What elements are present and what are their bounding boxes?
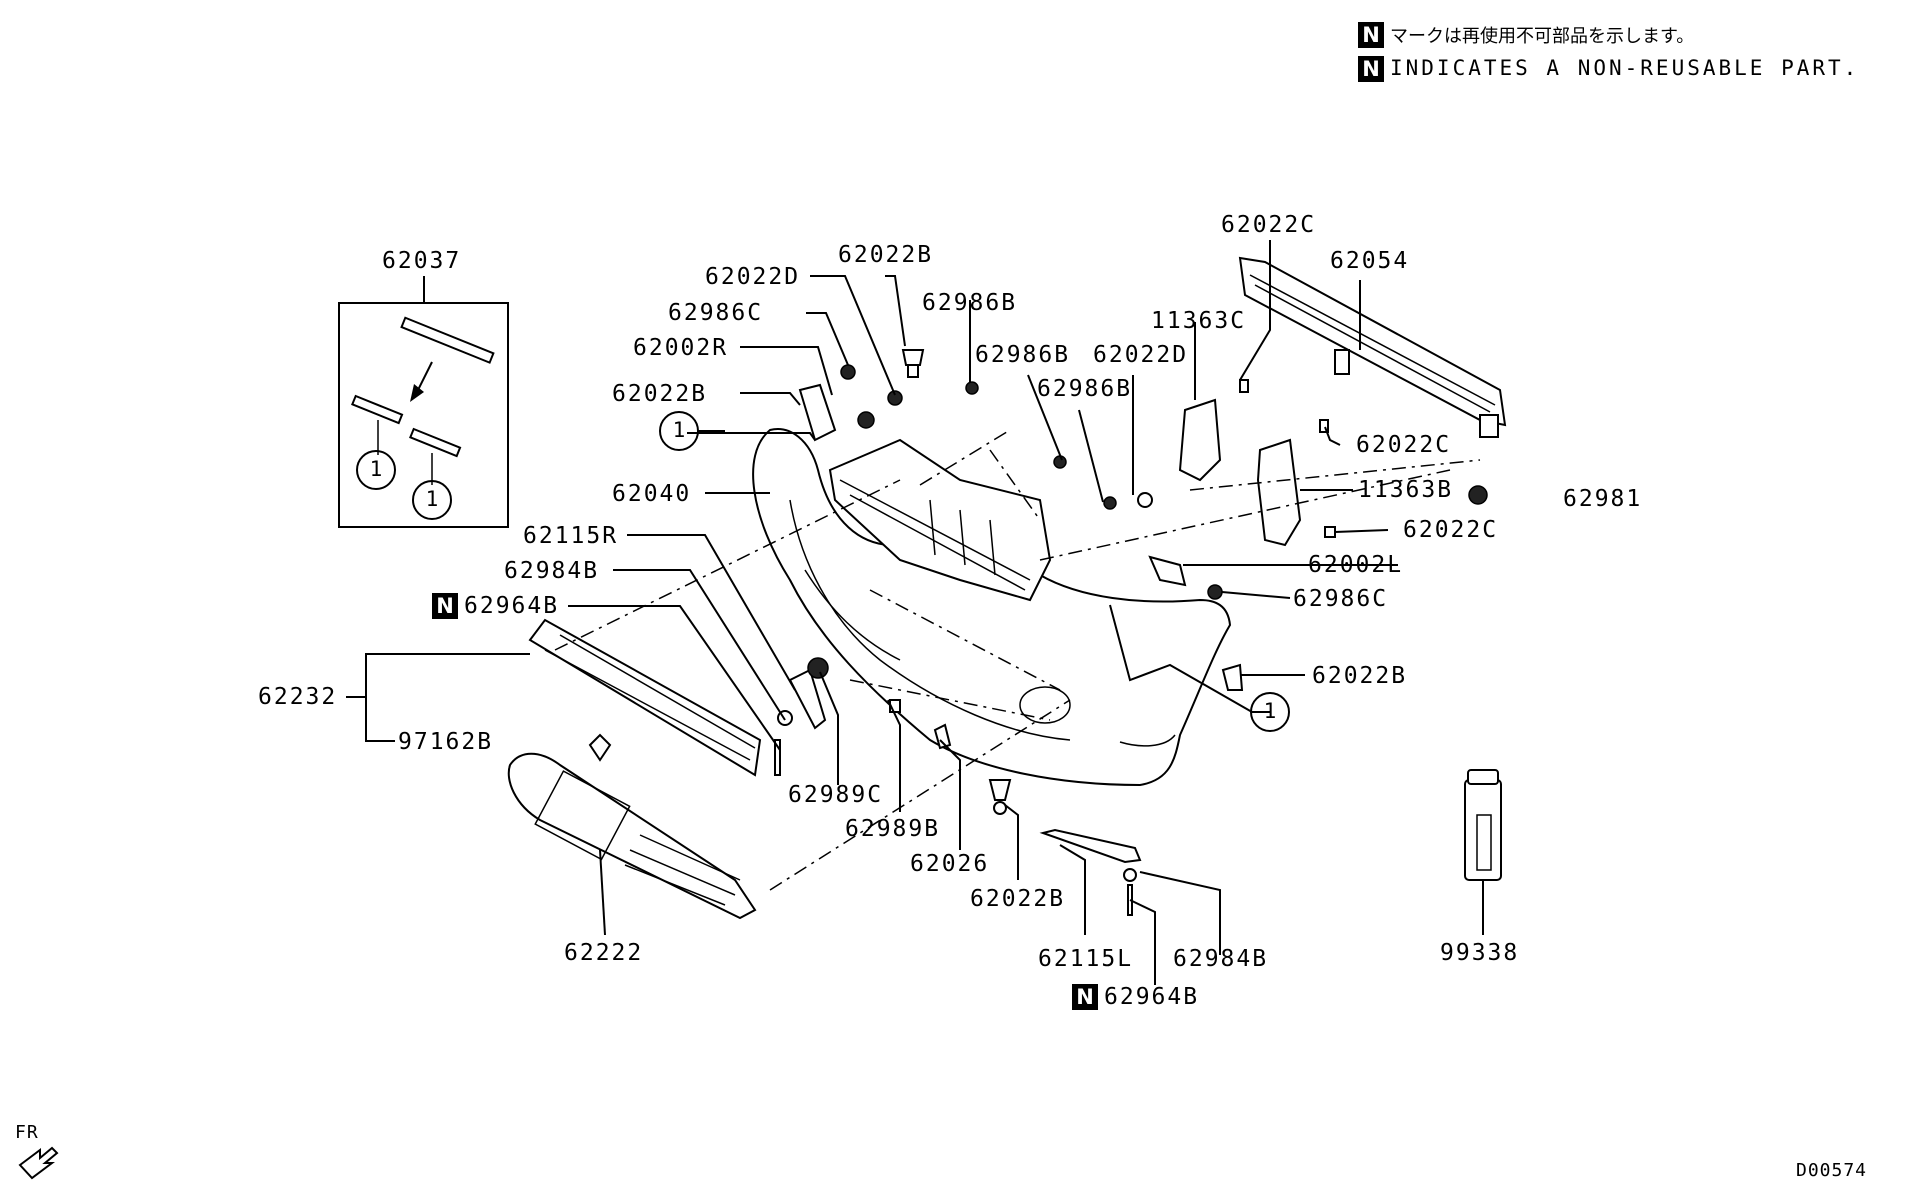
part-label: 62984B — [1173, 946, 1269, 972]
diagram-id: D00574 — [1796, 1160, 1868, 1181]
radiator-grille-62232 — [528, 618, 762, 777]
bracket-11363C — [1178, 398, 1222, 482]
bolt-62981 — [1468, 485, 1488, 505]
non-reusable-badge: N — [432, 593, 458, 619]
callout-number: 1 — [425, 487, 439, 511]
part-label: 62986B — [922, 290, 1018, 316]
part-label: 62986C — [668, 300, 764, 326]
clip-62989C — [807, 657, 829, 679]
molding-strip-part — [351, 394, 404, 425]
bumper-cover-62040 — [752, 428, 1232, 787]
clip-62022D-mid — [1137, 492, 1153, 508]
non-reusable-badge: N — [1358, 22, 1384, 48]
part-label: 62054 — [1330, 248, 1410, 274]
part-label: 11363B — [1358, 477, 1454, 503]
part-label: 62022D — [705, 264, 801, 290]
part-label: 62022C — [1356, 432, 1452, 458]
legend-line-japanese: N マークは再使用不可部品を示します。 — [1358, 22, 1694, 48]
part-label: 62232 — [258, 684, 338, 710]
part-label: 97162B — [398, 729, 494, 755]
callout-number: 1 — [369, 457, 383, 481]
fog-lamp-opening — [1019, 686, 1071, 724]
part-label: 62115L — [1038, 946, 1134, 972]
license-plate-mount — [534, 770, 631, 861]
reinforcement-62054 — [1238, 256, 1507, 427]
part-label: 62222 — [564, 940, 644, 966]
part-label: 62022C — [1221, 212, 1317, 238]
part-label: 62026 — [910, 851, 990, 877]
part-label: 62022C — [1403, 517, 1499, 543]
part-label: 62986B — [975, 342, 1071, 368]
adhesive-tube-99338 — [1464, 779, 1502, 881]
emblem-97162B — [588, 733, 612, 762]
part-label: 62989B — [845, 816, 941, 842]
part-label: 62022D — [1093, 342, 1189, 368]
front-direction-arrow-icon — [18, 1146, 59, 1180]
legend-text-japanese: マークは再使用不可部品を示します。 — [1390, 26, 1695, 47]
molding-62115R — [788, 668, 827, 730]
part-label: 62115R — [523, 523, 619, 549]
part-label: 62022B — [970, 886, 1066, 912]
part-label: 62040 — [612, 481, 692, 507]
lower-grille-62222 — [507, 752, 757, 920]
part-label: 62984B — [504, 558, 600, 584]
part-label: 62986C — [1293, 586, 1389, 612]
part-label: 62986B — [1037, 376, 1133, 402]
bracket-62002R — [798, 383, 837, 442]
non-reusable-badge: N — [1072, 984, 1098, 1010]
part-label: 62037 — [382, 248, 462, 274]
part-label: 62002L — [1308, 552, 1404, 578]
molding-strip-part — [409, 427, 462, 458]
callout-number: 1 — [1263, 699, 1277, 723]
callout-number: 1 — [672, 418, 686, 442]
arrow-icon — [410, 384, 424, 402]
screw-62986B — [965, 381, 979, 395]
molding-62115L — [1039, 828, 1142, 864]
clip-62022B-bottom — [988, 779, 1012, 801]
front-direction-label: FR — [15, 1122, 39, 1143]
part-label: 62989C — [788, 782, 884, 808]
bracket-62002L — [1148, 555, 1187, 587]
clip-62022B-top — [901, 349, 925, 366]
part-label: 62002R — [633, 335, 729, 361]
part-label: 62981 — [1563, 486, 1643, 512]
part-label: 11363C — [1151, 308, 1247, 334]
part-label: 62022B — [838, 242, 934, 268]
part-label: 62022B — [1312, 663, 1408, 689]
legend-text-english: INDICATES A NON-REUSABLE PART. — [1390, 56, 1860, 80]
part-label: 99338 — [1440, 940, 1520, 966]
bracket-11363B — [1256, 438, 1302, 547]
grille-frame-62002 — [828, 438, 1052, 602]
molding-strip-part — [400, 316, 495, 364]
non-reusable-badge: N — [1358, 56, 1384, 82]
part-label: 62022B — [612, 381, 708, 407]
screw-62986C — [840, 364, 856, 380]
